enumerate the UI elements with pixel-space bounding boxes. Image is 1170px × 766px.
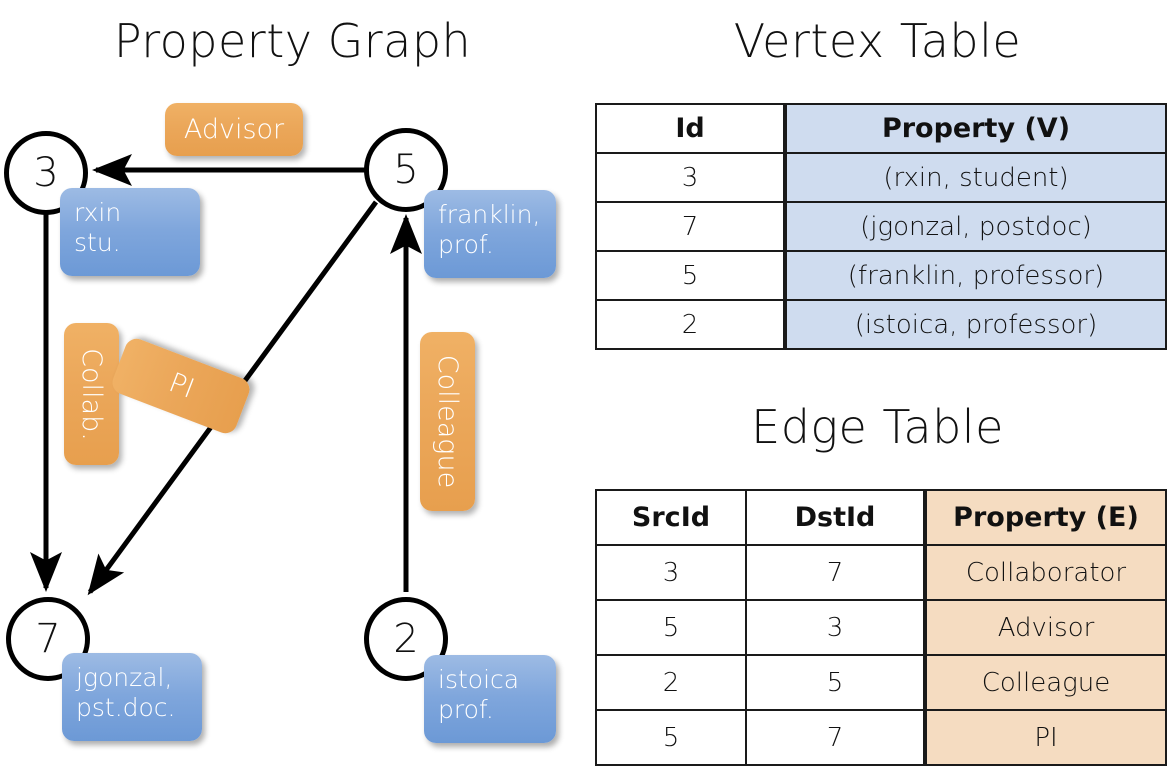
vertex-cell-id: 3 <box>595 152 786 203</box>
vertex-property-box-franklin-line1: franklin, <box>438 200 541 229</box>
graph-node-3-label: 3 <box>33 150 59 196</box>
vertex-property-box-istoica[interactable]: istoica prof. <box>424 655 556 743</box>
graph-node-5[interactable]: 5 <box>364 128 448 212</box>
vertex-cell-id: 2 <box>595 299 786 350</box>
edge-cell-dst: 7 <box>745 544 926 601</box>
edge-table: SrcId DstId Property (E) 3 7 Collaborato… <box>595 489 1167 766</box>
edge-label-box-collab[interactable]: Collab. <box>64 323 119 465</box>
table-row: 3 7 Collaborator <box>595 544 1167 601</box>
vertex-property-box-rxin-line2: stu. <box>74 227 121 257</box>
vertex-cell-property: (istoica, professor) <box>783 299 1167 350</box>
table-row: 2 (istoica, professor) <box>595 299 1167 350</box>
edge-cell-src: 5 <box>595 709 747 766</box>
edge-table-header-srcid: SrcId <box>595 489 747 546</box>
vertex-property-box-jgonzal-line1: jgonzal, <box>76 663 173 692</box>
edge-cell-dst: 3 <box>745 599 926 656</box>
vertex-cell-id: 7 <box>595 201 786 252</box>
vertex-property-box-jgonzal-line2: pst.doc. <box>76 692 176 722</box>
edge-label-box-advisor[interactable]: Advisor <box>165 103 303 156</box>
table-row: 7 (jgonzal, postdoc) <box>595 201 1167 252</box>
vertex-cell-id: 5 <box>595 250 786 301</box>
vertex-cell-property: (franklin, professor) <box>783 250 1167 301</box>
edge-label-colleague: Colleague <box>432 354 463 489</box>
vertex-property-box-rxin[interactable]: rxin stu. <box>60 188 200 276</box>
vertex-table-header-property: Property (V) <box>783 103 1167 154</box>
graph-node-2-label: 2 <box>393 616 419 662</box>
vertex-cell-property: (rxin, student) <box>783 152 1167 203</box>
vertex-property-box-jgonzal[interactable]: jgonzal, pst.doc. <box>62 653 202 741</box>
page-title-property-graph: Property Graph <box>113 14 472 68</box>
vertex-cell-property: (jgonzal, postdoc) <box>783 201 1167 252</box>
table-row: 2 5 Colleague <box>595 654 1167 711</box>
graph-node-7-label: 7 <box>35 616 61 662</box>
property-graph-diagram: 3 5 7 2 rxin stu. franklin, prof. jgonza… <box>0 0 585 760</box>
edge-label-advisor: Advisor <box>183 114 285 145</box>
vertex-table-header-id: Id <box>595 103 786 154</box>
edge-cell-dst: 5 <box>745 654 926 711</box>
page-title-vertex-table: Vertex Table <box>733 14 1022 68</box>
table-row: 3 (rxin, student) <box>595 152 1167 203</box>
edge-table-header-row: SrcId DstId Property (E) <box>595 489 1167 546</box>
table-row: 5 3 Advisor <box>595 599 1167 656</box>
edge-label-collab: Collab. <box>76 347 107 441</box>
edge-table-header-dstid: DstId <box>745 489 926 546</box>
vertex-property-box-franklin-line2: prof. <box>438 229 494 259</box>
vertex-table-header-row: Id Property (V) <box>595 103 1167 154</box>
edge-cell-src: 2 <box>595 654 747 711</box>
vertex-property-box-rxin-line1: rxin <box>74 198 122 227</box>
vertex-property-box-franklin[interactable]: franklin, prof. <box>424 190 556 278</box>
edge-cell-src: 5 <box>595 599 747 656</box>
edge-cell-property: Collaborator <box>923 544 1167 601</box>
edge-cell-property: Advisor <box>923 599 1167 656</box>
edge-cell-src: 3 <box>595 544 747 601</box>
graph-node-2[interactable]: 2 <box>364 597 448 681</box>
table-row: 5 (franklin, professor) <box>595 250 1167 301</box>
edge-cell-property: PI <box>923 709 1167 766</box>
edge-cell-dst: 7 <box>745 709 926 766</box>
table-row: 5 7 PI <box>595 709 1167 766</box>
graph-node-5-label: 5 <box>393 147 419 193</box>
vertex-table: Id Property (V) 3 (rxin, student) 7 (jgo… <box>595 103 1167 350</box>
vertex-property-box-istoica-line2: prof. <box>438 694 494 724</box>
edge-label-box-colleague[interactable]: Colleague <box>420 332 475 511</box>
vertex-property-box-istoica-line1: istoica <box>438 665 520 694</box>
edge-cell-property: Colleague <box>923 654 1167 711</box>
page-title-edge-table: Edge Table <box>751 400 1004 454</box>
edge-label-pi: PI <box>164 367 198 405</box>
edge-table-header-property: Property (E) <box>923 489 1167 546</box>
